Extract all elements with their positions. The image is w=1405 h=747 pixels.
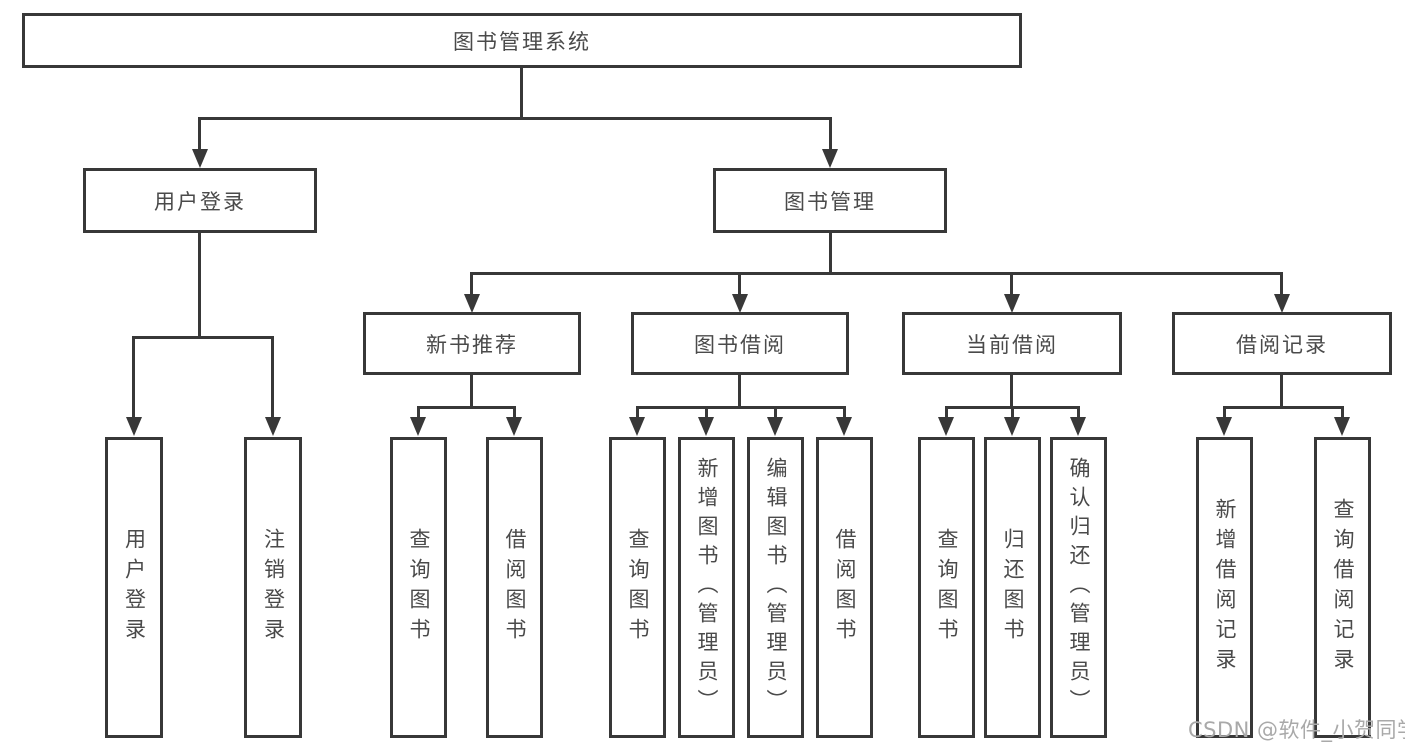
arrow-down-icon xyxy=(1004,294,1020,313)
leaf-query-borrow-record: 查询借阅记录 xyxy=(1314,437,1371,738)
line xyxy=(198,232,201,338)
line xyxy=(199,117,832,120)
arrow-down-icon xyxy=(464,294,480,313)
node-label: 图书管理 xyxy=(784,189,876,214)
node-label: 当前借阅 xyxy=(966,332,1058,357)
leaf-query-books-borrowing: 查询图书 xyxy=(609,437,666,738)
node-label: 借阅图书 xyxy=(833,527,857,648)
node-label: 查询图书 xyxy=(935,527,959,648)
line xyxy=(636,406,846,409)
line xyxy=(1077,406,1080,419)
arrow-down-icon xyxy=(1216,417,1232,436)
line xyxy=(738,272,741,298)
arrow-down-icon xyxy=(410,417,426,436)
node-label: 用户登录 xyxy=(122,527,147,648)
arrow-down-icon xyxy=(265,417,281,436)
node-label: 确认归还（管理员） xyxy=(1067,457,1091,718)
line xyxy=(829,232,832,274)
node-root-library-system: 图书管理系统 xyxy=(22,13,1022,68)
leaf-query-books-current: 查询图书 xyxy=(918,437,975,738)
csdn-watermark: CSDN @软件_小贺同学 xyxy=(1188,718,1405,742)
arrow-down-icon xyxy=(836,417,852,436)
leaf-add-books-admin: 新增图书（管理员） xyxy=(678,437,735,738)
node-label: 查询图书 xyxy=(407,527,431,648)
node-book-management: 图书管理 xyxy=(713,168,947,233)
node-label: 借阅图书 xyxy=(503,527,527,648)
arrow-down-icon xyxy=(698,417,714,436)
line xyxy=(1280,374,1283,408)
arrow-down-icon xyxy=(1334,417,1350,436)
line xyxy=(945,406,948,419)
line xyxy=(1341,406,1344,419)
line xyxy=(636,406,639,419)
line xyxy=(271,336,274,418)
arrow-down-icon xyxy=(1274,294,1290,313)
node-new-book-recommend: 新书推荐 xyxy=(363,312,581,375)
node-label: 用户登录 xyxy=(154,189,246,214)
leaf-borrow-books: 借阅图书 xyxy=(816,437,873,738)
leaf-query-books-recommend: 查询图书 xyxy=(390,437,447,738)
line xyxy=(133,336,274,339)
line xyxy=(520,68,523,119)
node-label: 新增借阅记录 xyxy=(1213,497,1237,678)
arrow-down-icon xyxy=(938,417,954,436)
node-label: 查询借阅记录 xyxy=(1331,497,1355,678)
line xyxy=(1223,406,1344,409)
line xyxy=(470,374,473,408)
line xyxy=(470,272,473,298)
node-label: 图书管理系统 xyxy=(453,29,591,54)
arrow-down-icon xyxy=(767,417,783,436)
line xyxy=(1011,406,1014,419)
line xyxy=(513,406,516,419)
arrow-down-icon xyxy=(126,417,142,436)
node-label: 注销登录 xyxy=(261,527,286,648)
node-label: 图书借阅 xyxy=(694,332,786,357)
line xyxy=(774,406,777,419)
arrow-down-icon xyxy=(506,417,522,436)
node-label: 归还图书 xyxy=(1001,527,1025,648)
arrow-down-icon xyxy=(1004,417,1020,436)
leaf-return-books: 归还图书 xyxy=(984,437,1041,738)
line xyxy=(1223,406,1226,419)
line xyxy=(470,272,1283,275)
node-label: 借阅记录 xyxy=(1236,332,1328,357)
arrow-down-icon xyxy=(192,149,208,168)
node-label: 新书推荐 xyxy=(426,332,518,357)
node-user-login: 用户登录 xyxy=(83,168,317,233)
leaf-add-borrow-record: 新增借阅记录 xyxy=(1196,437,1253,738)
node-current-borrowing: 当前借阅 xyxy=(902,312,1122,375)
node-label: 编辑图书（管理员） xyxy=(764,457,788,718)
line xyxy=(1010,374,1013,408)
node-label: 新增图书（管理员） xyxy=(695,457,719,718)
node-borrowing-records: 借阅记录 xyxy=(1172,312,1392,375)
line xyxy=(738,374,741,408)
line xyxy=(1010,272,1013,298)
line xyxy=(417,406,420,419)
node-book-borrowing: 图书借阅 xyxy=(631,312,849,375)
leaf-edit-books-admin: 编辑图书（管理员） xyxy=(747,437,804,738)
leaf-logout: 注销登录 xyxy=(244,437,302,738)
line xyxy=(843,406,846,419)
line xyxy=(132,336,135,418)
arrow-down-icon xyxy=(629,417,645,436)
line xyxy=(1280,272,1283,298)
node-label: 查询图书 xyxy=(626,527,650,648)
line xyxy=(417,406,516,409)
leaf-borrow-books-recommend: 借阅图书 xyxy=(486,437,543,738)
line xyxy=(829,117,832,154)
leaf-confirm-return-admin: 确认归还（管理员） xyxy=(1050,437,1107,738)
arrow-down-icon xyxy=(822,149,838,168)
line xyxy=(198,117,201,154)
arrow-down-icon xyxy=(732,294,748,313)
leaf-user-login: 用户登录 xyxy=(105,437,163,738)
arrow-down-icon xyxy=(1070,417,1086,436)
line xyxy=(705,406,708,419)
